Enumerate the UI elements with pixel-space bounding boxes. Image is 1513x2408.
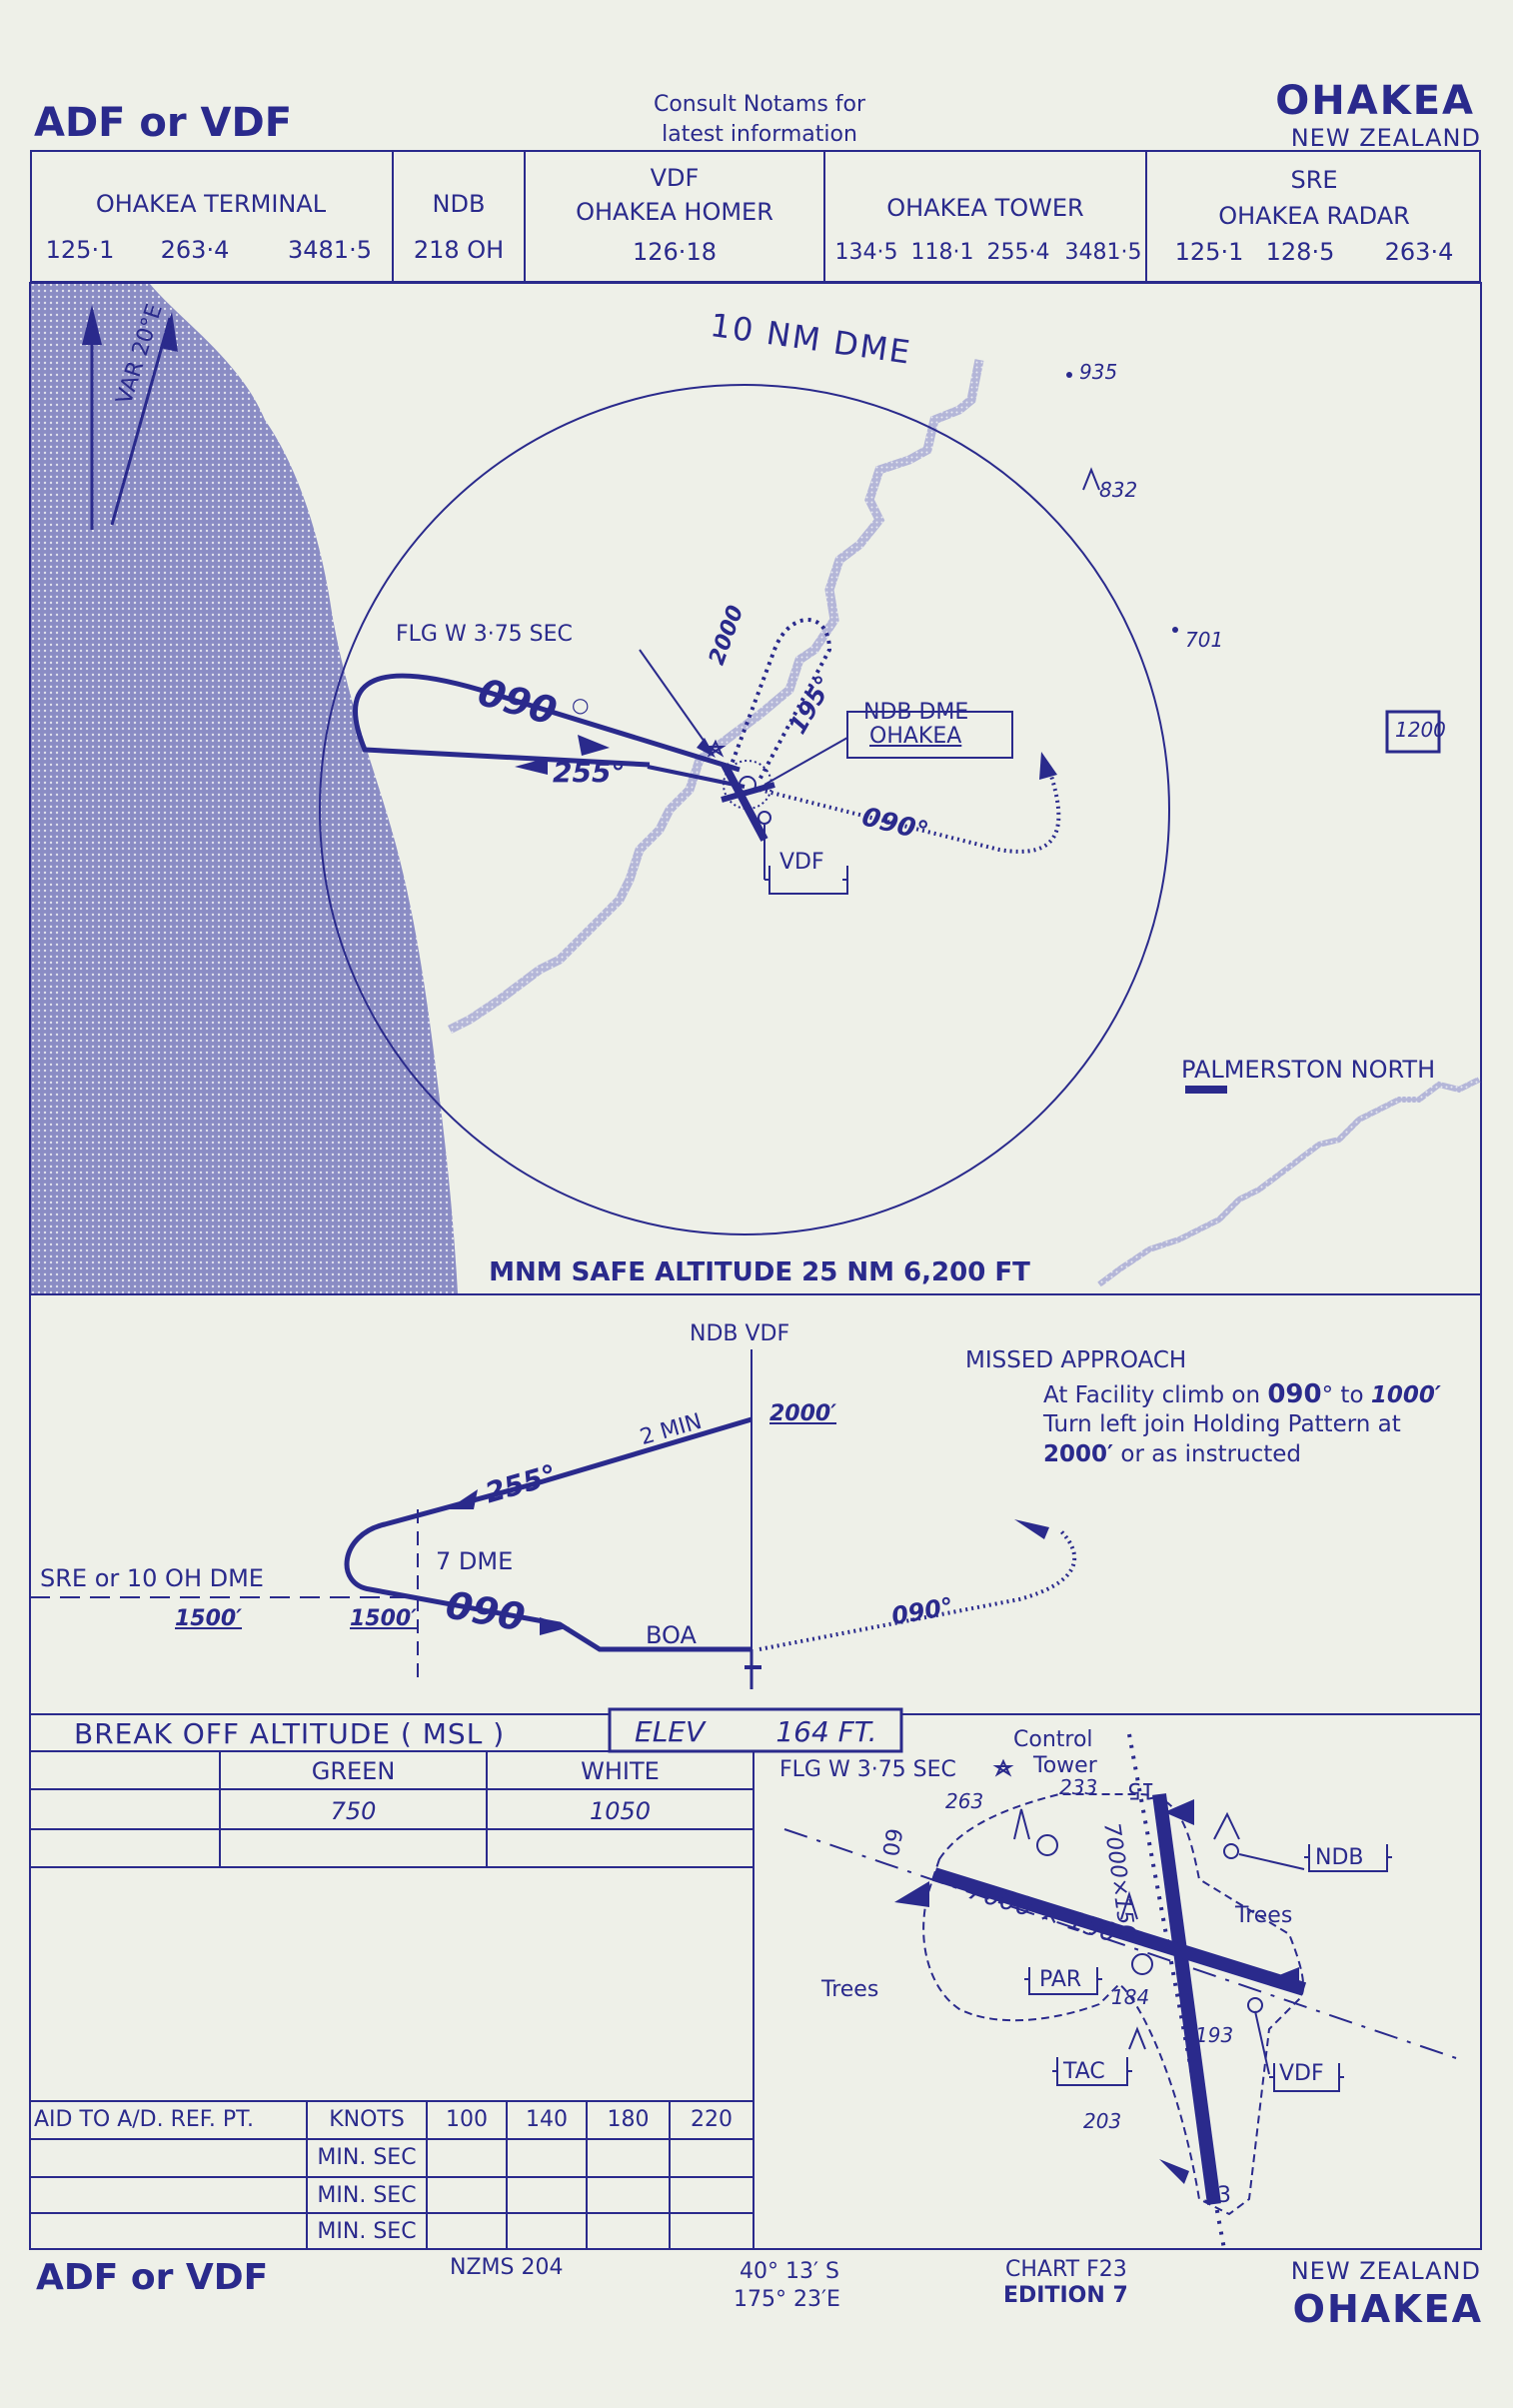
ndb-name: NDB bbox=[432, 190, 486, 218]
tower-label: Tower bbox=[1033, 1753, 1097, 1778]
elevation-233: 233 bbox=[1059, 1775, 1098, 1799]
tower-freq-2: 118·1 bbox=[910, 240, 974, 265]
terminal-freq-2: 263·4 bbox=[160, 236, 230, 264]
trees-east: Trees bbox=[1235, 1903, 1293, 1928]
vdf-plan-label: VDF bbox=[779, 850, 824, 875]
speed-180: 180 bbox=[607, 2107, 650, 2132]
aerodrome-elevation: ELEV 164 FT. bbox=[635, 1715, 877, 1748]
vdf-freq: 126·18 bbox=[633, 238, 717, 266]
tower-freq-3: 255·4 bbox=[986, 240, 1050, 265]
profile-alt-1500-a: 1500′ bbox=[175, 1606, 243, 1631]
timing-label: AID TO A/D. REF. PT. bbox=[34, 2107, 254, 2132]
ndb-dme-label: NDB DME bbox=[863, 700, 969, 725]
tower-name: OHAKEA TOWER bbox=[886, 194, 1084, 222]
elevation-935: 935 bbox=[1079, 360, 1118, 384]
elevation-263: 263 bbox=[945, 1789, 984, 1813]
tower-freq-4: 3481·5 bbox=[1064, 240, 1142, 265]
sre-radar-name: OHAKEA RADAR bbox=[1218, 202, 1410, 230]
speed-100: 100 bbox=[446, 2107, 488, 2132]
minsec-row-3: MIN. SEC bbox=[317, 2219, 417, 2244]
course-255: 255° bbox=[553, 756, 626, 789]
runway-15: 15 bbox=[1127, 1777, 1155, 1802]
notams-line1: Consult Notams for bbox=[653, 92, 866, 117]
tower-freq-1: 134·5 bbox=[834, 240, 898, 265]
terminal-freq-1: 125·1 bbox=[45, 236, 115, 264]
chart-edition: EDITION 7 bbox=[1003, 2283, 1128, 2308]
latitude: 40° 13′ S bbox=[740, 2259, 839, 2284]
elevation-832: 832 bbox=[1099, 478, 1138, 502]
notams-line2: latest information bbox=[662, 122, 857, 147]
country-bottom: NEW ZEALAND bbox=[1290, 2257, 1481, 2285]
ad-vdf-label: VDF bbox=[1279, 2061, 1324, 2086]
boa-title: BREAK OFF ALTITUDE ( MSL ) bbox=[74, 1717, 506, 1750]
elevation-701: 701 bbox=[1185, 628, 1224, 652]
boa-green-header: GREEN bbox=[311, 1757, 396, 1785]
profile-boa: BOA bbox=[646, 1621, 697, 1649]
sre-freq-1: 125·1 bbox=[1174, 238, 1244, 266]
profile-7-dme: 7 DME bbox=[436, 1547, 514, 1575]
procedure-title-top: ADF or VDF bbox=[34, 100, 293, 146]
elevation-184: 184 bbox=[1111, 1985, 1150, 2009]
sea-area bbox=[31, 284, 458, 1293]
vdf-label: VDF bbox=[650, 164, 700, 192]
profile-sre-line: SRE or 10 OH DME bbox=[40, 1564, 264, 1592]
airport-name-top: OHAKEA bbox=[1275, 78, 1475, 124]
nzms-sheet: NZMS 204 bbox=[450, 2255, 564, 2280]
missed-approach-line2: Turn left join Holding Pattern at bbox=[1043, 1411, 1401, 1437]
boa-green-value: 750 bbox=[330, 1797, 377, 1825]
airport-name-bottom: OHAKEA bbox=[1292, 2287, 1483, 2331]
minsec-row-2: MIN. SEC bbox=[317, 2183, 417, 2208]
timing-knots: KNOTS bbox=[329, 2107, 405, 2132]
ndb-dme-name: OHAKEA bbox=[869, 724, 962, 749]
elevation-203: 203 bbox=[1083, 2109, 1122, 2133]
missed-approach-line1: At Facility climb on 090° to 1000′ bbox=[1043, 1379, 1441, 1409]
profile-alt-1500-b: 1500′ bbox=[350, 1606, 418, 1631]
course-090-degree: ○ bbox=[572, 693, 590, 717]
speed-140: 140 bbox=[526, 2107, 568, 2132]
speed-220: 220 bbox=[691, 2107, 733, 2132]
country-top: NEW ZEALAND bbox=[1290, 124, 1481, 152]
minsec-row-1: MIN. SEC bbox=[317, 2145, 417, 2170]
sre-freq-2: 128·5 bbox=[1265, 238, 1335, 266]
ad-ndb-label: NDB bbox=[1315, 1845, 1364, 1870]
ndb-freq: 218 OH bbox=[413, 236, 505, 264]
control-label: Control bbox=[1013, 1727, 1093, 1752]
ad-beacon-label: FLG W 3·75 SEC bbox=[779, 1757, 956, 1782]
boa-white-header: WHITE bbox=[581, 1757, 660, 1785]
runway-33: 33 bbox=[1203, 2183, 1231, 2208]
procedure-title-bottom: ADF or VDF bbox=[36, 2257, 269, 2298]
minimum-safe-altitude: MNM SAFE ALTITUDE 25 NM 6,200 FT bbox=[489, 1257, 1030, 1287]
terminal-name: OHAKEA TERMINAL bbox=[95, 190, 327, 218]
tac-label: TAC bbox=[1063, 2059, 1105, 2084]
sre-freq-3: 263·4 bbox=[1384, 238, 1454, 266]
elevation-193: 193 bbox=[1195, 2023, 1234, 2047]
vdf-homer-name: OHAKEA HOMER bbox=[576, 198, 773, 226]
profile-facility-label: NDB VDF bbox=[690, 1321, 790, 1346]
longitude: 175° 23′E bbox=[734, 2287, 840, 2312]
missed-approach-line3: 2000′ or as instructed bbox=[1043, 1441, 1302, 1467]
elevation-1200: 1200 bbox=[1395, 718, 1446, 742]
palmerston-north: PALMERSTON NORTH bbox=[1181, 1056, 1436, 1084]
trees-west: Trees bbox=[821, 1977, 879, 2002]
terminal-freq-3: 3481·5 bbox=[288, 236, 372, 264]
par-label: PAR bbox=[1039, 1967, 1082, 1992]
boa-white-value: 1050 bbox=[589, 1797, 652, 1825]
chart-number: CHART F23 bbox=[1005, 2257, 1127, 2282]
profile-alt-2000: 2000′ bbox=[769, 1401, 837, 1426]
runway-09: 09 bbox=[879, 1826, 909, 1859]
sre-label: SRE bbox=[1290, 166, 1338, 194]
missed-approach-title: MISSED APPROACH bbox=[965, 1347, 1187, 1373]
aerodrome-beacon-label: FLG W 3·75 SEC bbox=[396, 622, 573, 647]
